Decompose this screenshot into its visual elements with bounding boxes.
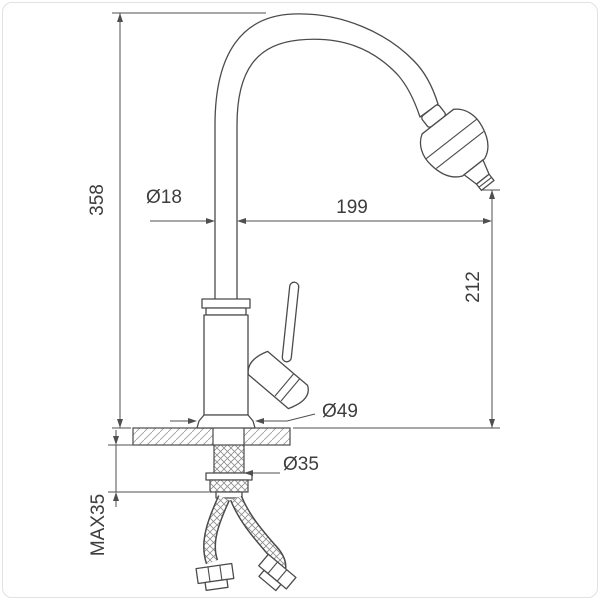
dim-max-mount-thickness: MAX35 (88, 430, 209, 556)
mounting-nut (209, 479, 249, 493)
dim-spout-diameter-label: Ø18 (146, 187, 182, 208)
dim-base-diameter-label: Ø49 (322, 401, 358, 422)
threaded-shank (213, 444, 245, 474)
dim-max-thickness-label: MAX35 (88, 494, 109, 556)
faucet-drawing (132, 13, 495, 592)
gooseneck-spout (214, 13, 439, 311)
handle-lever (281, 281, 300, 363)
faucet-base (196, 414, 256, 429)
hose-left-fitting (195, 562, 235, 592)
handle (247, 281, 309, 410)
washer (205, 472, 253, 481)
spray-head (419, 104, 495, 192)
dim-outlet-height: 212 (293, 189, 500, 429)
dim-overall-height: 358 (87, 12, 266, 429)
supply-hoses (195, 495, 297, 592)
hose-manifold (215, 491, 243, 499)
countertop-deck (132, 427, 291, 446)
dim-base-diameter: Ø49 (170, 401, 358, 424)
handle-joint (247, 350, 309, 410)
dim-spout-reach-label: 199 (336, 197, 368, 218)
dim-mount-hole-label: Ø35 (283, 454, 319, 475)
mounting-hardware (205, 444, 253, 499)
hose-left-braid (204, 495, 229, 564)
dim-outlet-height-label: 212 (463, 271, 484, 303)
dim-mount-hole-diameter: Ø35 (244, 454, 319, 476)
dim-overall-height-label: 358 (87, 184, 108, 216)
dim-spout-reach: 199 (246, 197, 492, 224)
spray-head-bulb (419, 108, 489, 178)
hose-right-fitting (258, 553, 297, 592)
dim-spout-tube-diameter: Ø18 (146, 187, 246, 224)
faucet-body (196, 298, 256, 429)
